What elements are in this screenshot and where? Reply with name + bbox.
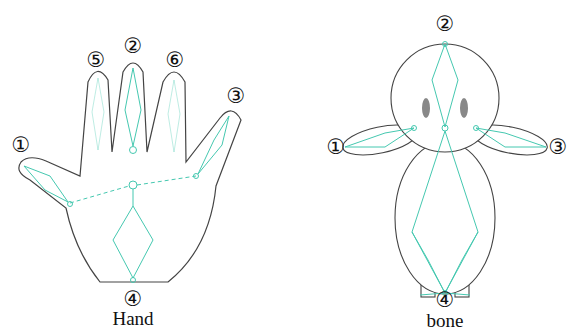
eye: [460, 98, 468, 118]
hand-outline: [19, 63, 241, 282]
callout-number: ⑤: [87, 50, 106, 71]
callout-number: ④: [436, 290, 455, 311]
figure-caption: bone: [427, 311, 464, 330]
hand-bones: [24, 68, 229, 283]
eye: [422, 98, 430, 118]
callout-number: ③: [549, 137, 568, 158]
callout-number: ③: [227, 86, 246, 107]
figure-caption: Hand: [112, 309, 153, 328]
character-outline: [340, 44, 550, 297]
callout-number: ⑥: [166, 50, 185, 71]
callout-number: ④: [124, 289, 143, 310]
character-bones: [345, 42, 546, 296]
callout-number: ①: [327, 137, 346, 158]
callout-number: ②: [436, 14, 455, 35]
callout-number: ②: [124, 36, 143, 57]
callout-number: ①: [12, 135, 31, 156]
